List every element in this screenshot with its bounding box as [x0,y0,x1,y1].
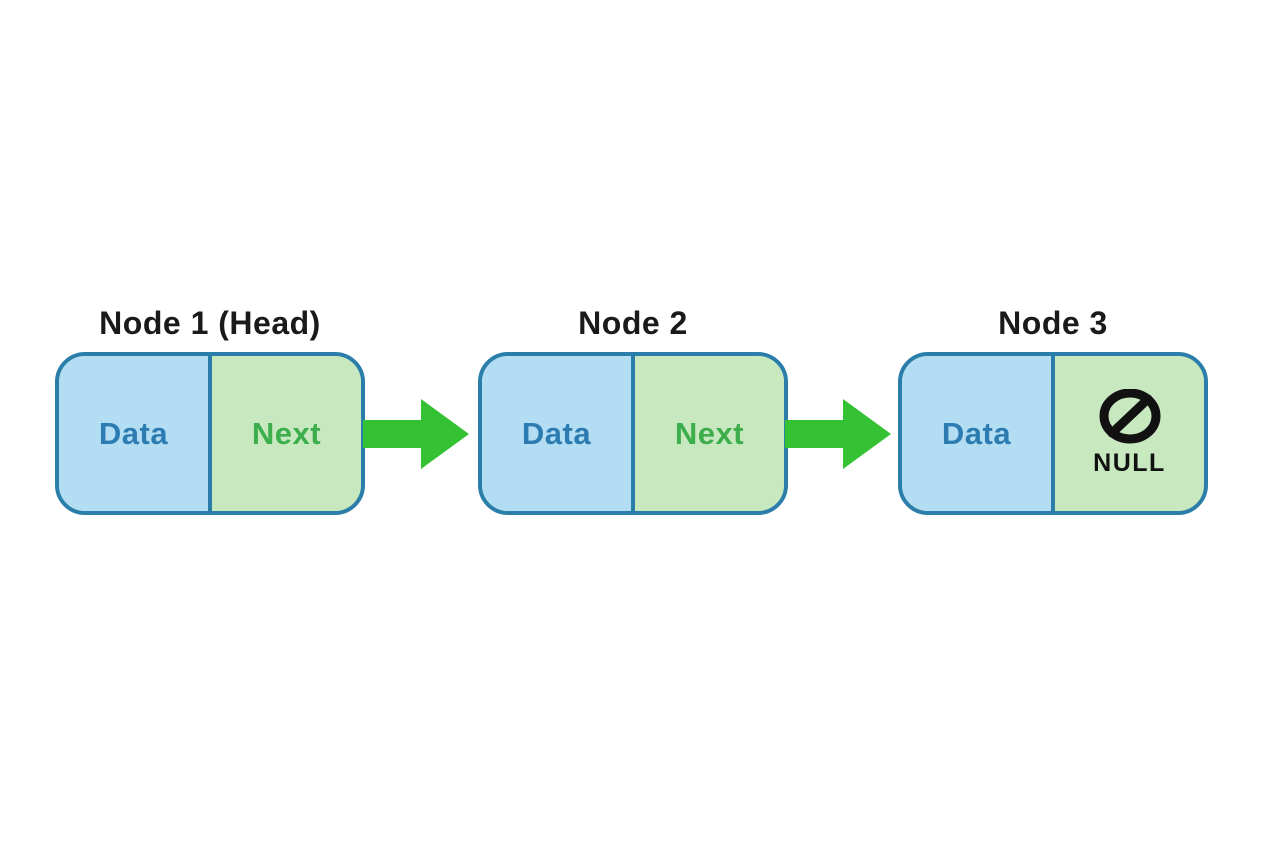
node-3-data-cell: Data [902,356,1055,511]
null-label: NULL [1093,449,1166,477]
node-3-data-label: Data [941,415,1012,451]
node-2-data-cell: Data [482,356,635,511]
node-3-title: Node 3 [998,305,1108,341]
node-1-box: Data Next [55,352,365,515]
node-3-null-cell: NULL [1055,356,1204,511]
arrow-right-icon [363,399,469,469]
node-3-box: Data NULL [898,352,1208,515]
null-pointer: NULL [1093,389,1166,478]
node-2-box: Data Next [478,352,788,515]
node-2-next-label: Next [674,415,745,451]
arrow-right-icon [785,399,891,469]
node-1-title: Node 1 (Head) [99,305,321,341]
node-1-next-cell: Next [212,356,361,511]
node-3: Node 3 Data NULL [898,301,1208,515]
node-2-next-cell: Next [635,356,784,511]
arrow-node2-to-node3 [785,397,893,471]
node-1: Node 1 (Head) Data Next [55,301,365,515]
arrow-node1-to-node2 [363,397,471,471]
node-1-data-cell: Data [59,356,212,511]
node-1-next-label: Next [251,415,322,451]
null-icon [1099,389,1160,444]
node-2: Node 2 Data Next [478,301,788,515]
node-1-data-label: Data [98,415,169,451]
node-2-title: Node 2 [578,305,688,341]
node-2-data-label: Data [521,415,592,451]
